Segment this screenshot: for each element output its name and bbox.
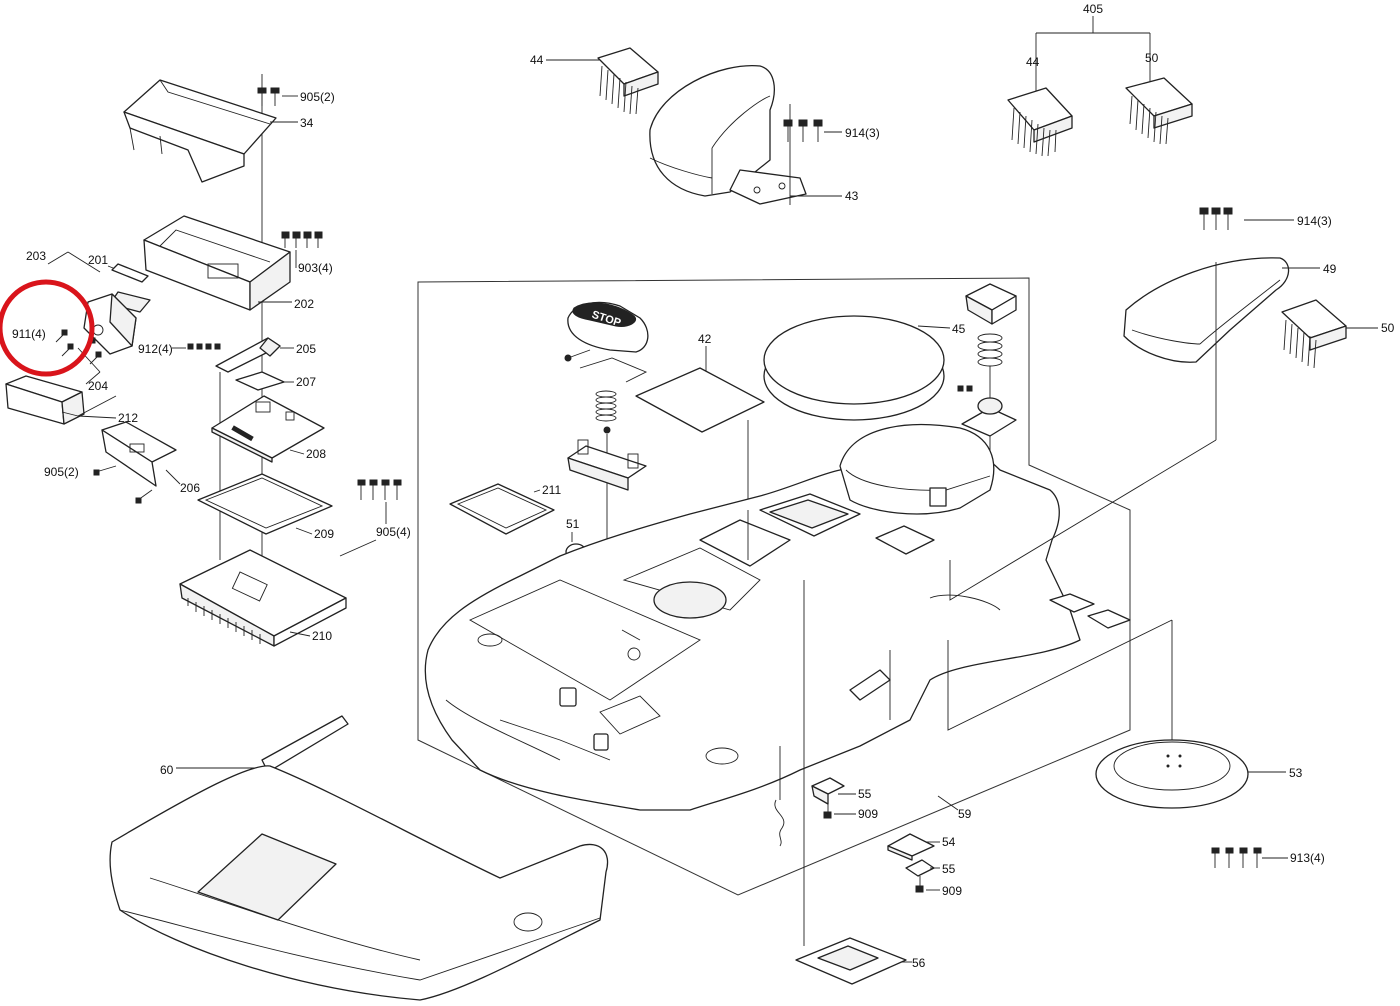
- label-206: 206: [180, 481, 200, 495]
- label-405: 405: [1083, 2, 1103, 16]
- cover-34: 34: [123, 79, 314, 183]
- label-905-mid: 905(2): [44, 465, 79, 479]
- label-44-left: 44: [530, 53, 544, 67]
- label-209: 209: [314, 527, 334, 541]
- gasket-209: 209: [197, 473, 334, 541]
- label-905-top: 905(2): [300, 90, 335, 104]
- label-911: 911(4): [12, 327, 46, 341]
- stop-button-assembly: STOP: [564, 301, 649, 660]
- label-905-right: 905(4): [376, 525, 411, 539]
- label-51: 51: [566, 517, 580, 531]
- label-55-b: 55: [942, 862, 956, 876]
- disc-53: 53: [1095, 620, 1303, 809]
- label-903: 903(4): [298, 261, 333, 275]
- label-914-top: 914(3): [845, 126, 880, 140]
- bracket-205: 205: [215, 337, 316, 560]
- connector-55-a: 55 909: [811, 777, 878, 821]
- label-210: 210: [312, 629, 332, 643]
- housing-202: 202: [143, 215, 314, 311]
- screws-912: 912(4): [138, 342, 221, 356]
- gasket-211: 211: [449, 483, 561, 535]
- screws-914-right: 914(3): [1199, 207, 1332, 230]
- label-43: 43: [845, 189, 859, 203]
- bumper-49: 49: [1123, 257, 1337, 440]
- label-56: 56: [912, 956, 926, 970]
- label-913: 913(4): [1290, 851, 1325, 865]
- plate-56: 56: [795, 580, 926, 985]
- label-909-a: 909: [858, 807, 878, 821]
- brush-44-right: [1007, 87, 1073, 157]
- pad-207: 207: [235, 371, 316, 391]
- screws-903: 903(4): [281, 231, 333, 275]
- label-54: 54: [942, 835, 956, 849]
- button-module-204: 204: [77, 293, 137, 393]
- label-207: 207: [296, 375, 316, 389]
- label-909-b: 909: [942, 884, 962, 898]
- label-205: 205: [296, 342, 316, 356]
- screws-905-right: 905(4): [339, 479, 411, 557]
- label-212: 212: [118, 411, 138, 425]
- brush-50-top: [1125, 77, 1193, 145]
- label-201: 201: [88, 253, 108, 267]
- top-cover-60: 60: [109, 715, 609, 1001]
- label-42: 42: [698, 332, 712, 346]
- label-912: 912(4): [138, 342, 173, 356]
- knob-assembly: [957, 283, 1017, 480]
- label-44-right: 44: [1026, 55, 1040, 69]
- label-914-right: 914(3): [1297, 214, 1332, 228]
- harness: [774, 746, 785, 847]
- label-53: 53: [1289, 766, 1303, 780]
- label-208: 208: [306, 447, 326, 461]
- label-50-right: 50: [1381, 321, 1395, 335]
- connector-55-b: 55 909: [905, 859, 962, 898]
- label-59: 59: [958, 807, 972, 821]
- pad-42: 42: [635, 332, 765, 510]
- part-405-group: 405 44 50: [1007, 2, 1193, 157]
- label-204: 204: [88, 379, 108, 393]
- label-60: 60: [160, 763, 174, 777]
- labels-203-201: 203 201: [26, 249, 151, 313]
- brush-44-left: 44: [530, 47, 659, 115]
- highlight-circle: [0, 279, 95, 377]
- circuit-board-208: 208: [211, 395, 326, 463]
- brush-50-right: 50: [1281, 299, 1395, 369]
- chassis-59: [424, 423, 1131, 811]
- assembly-leaders: [747, 439, 1217, 731]
- panel-212: 212: [5, 375, 138, 425]
- label-202: 202: [294, 297, 314, 311]
- screws-905-mid: 905(2): [44, 465, 153, 504]
- label-49: 49: [1323, 262, 1337, 276]
- controller-box-210: 210: [179, 549, 347, 647]
- label-45: 45: [952, 322, 966, 336]
- bumper-43: 43: [649, 64, 859, 205]
- cover-disc-45: 45: [763, 315, 966, 421]
- screws-913: 913(4): [1211, 847, 1325, 868]
- label-34: 34: [300, 116, 314, 130]
- label-59-leader: 59: [937, 795, 972, 821]
- sensor-54: 54: [887, 833, 956, 861]
- label-211: 211: [542, 483, 561, 497]
- label-50-top: 50: [1145, 51, 1159, 65]
- label-203: 203: [26, 249, 46, 263]
- screws-914-top: 914(3): [783, 104, 880, 205]
- label-55-a: 55: [858, 787, 872, 801]
- bracket-206: 206: [101, 421, 200, 495]
